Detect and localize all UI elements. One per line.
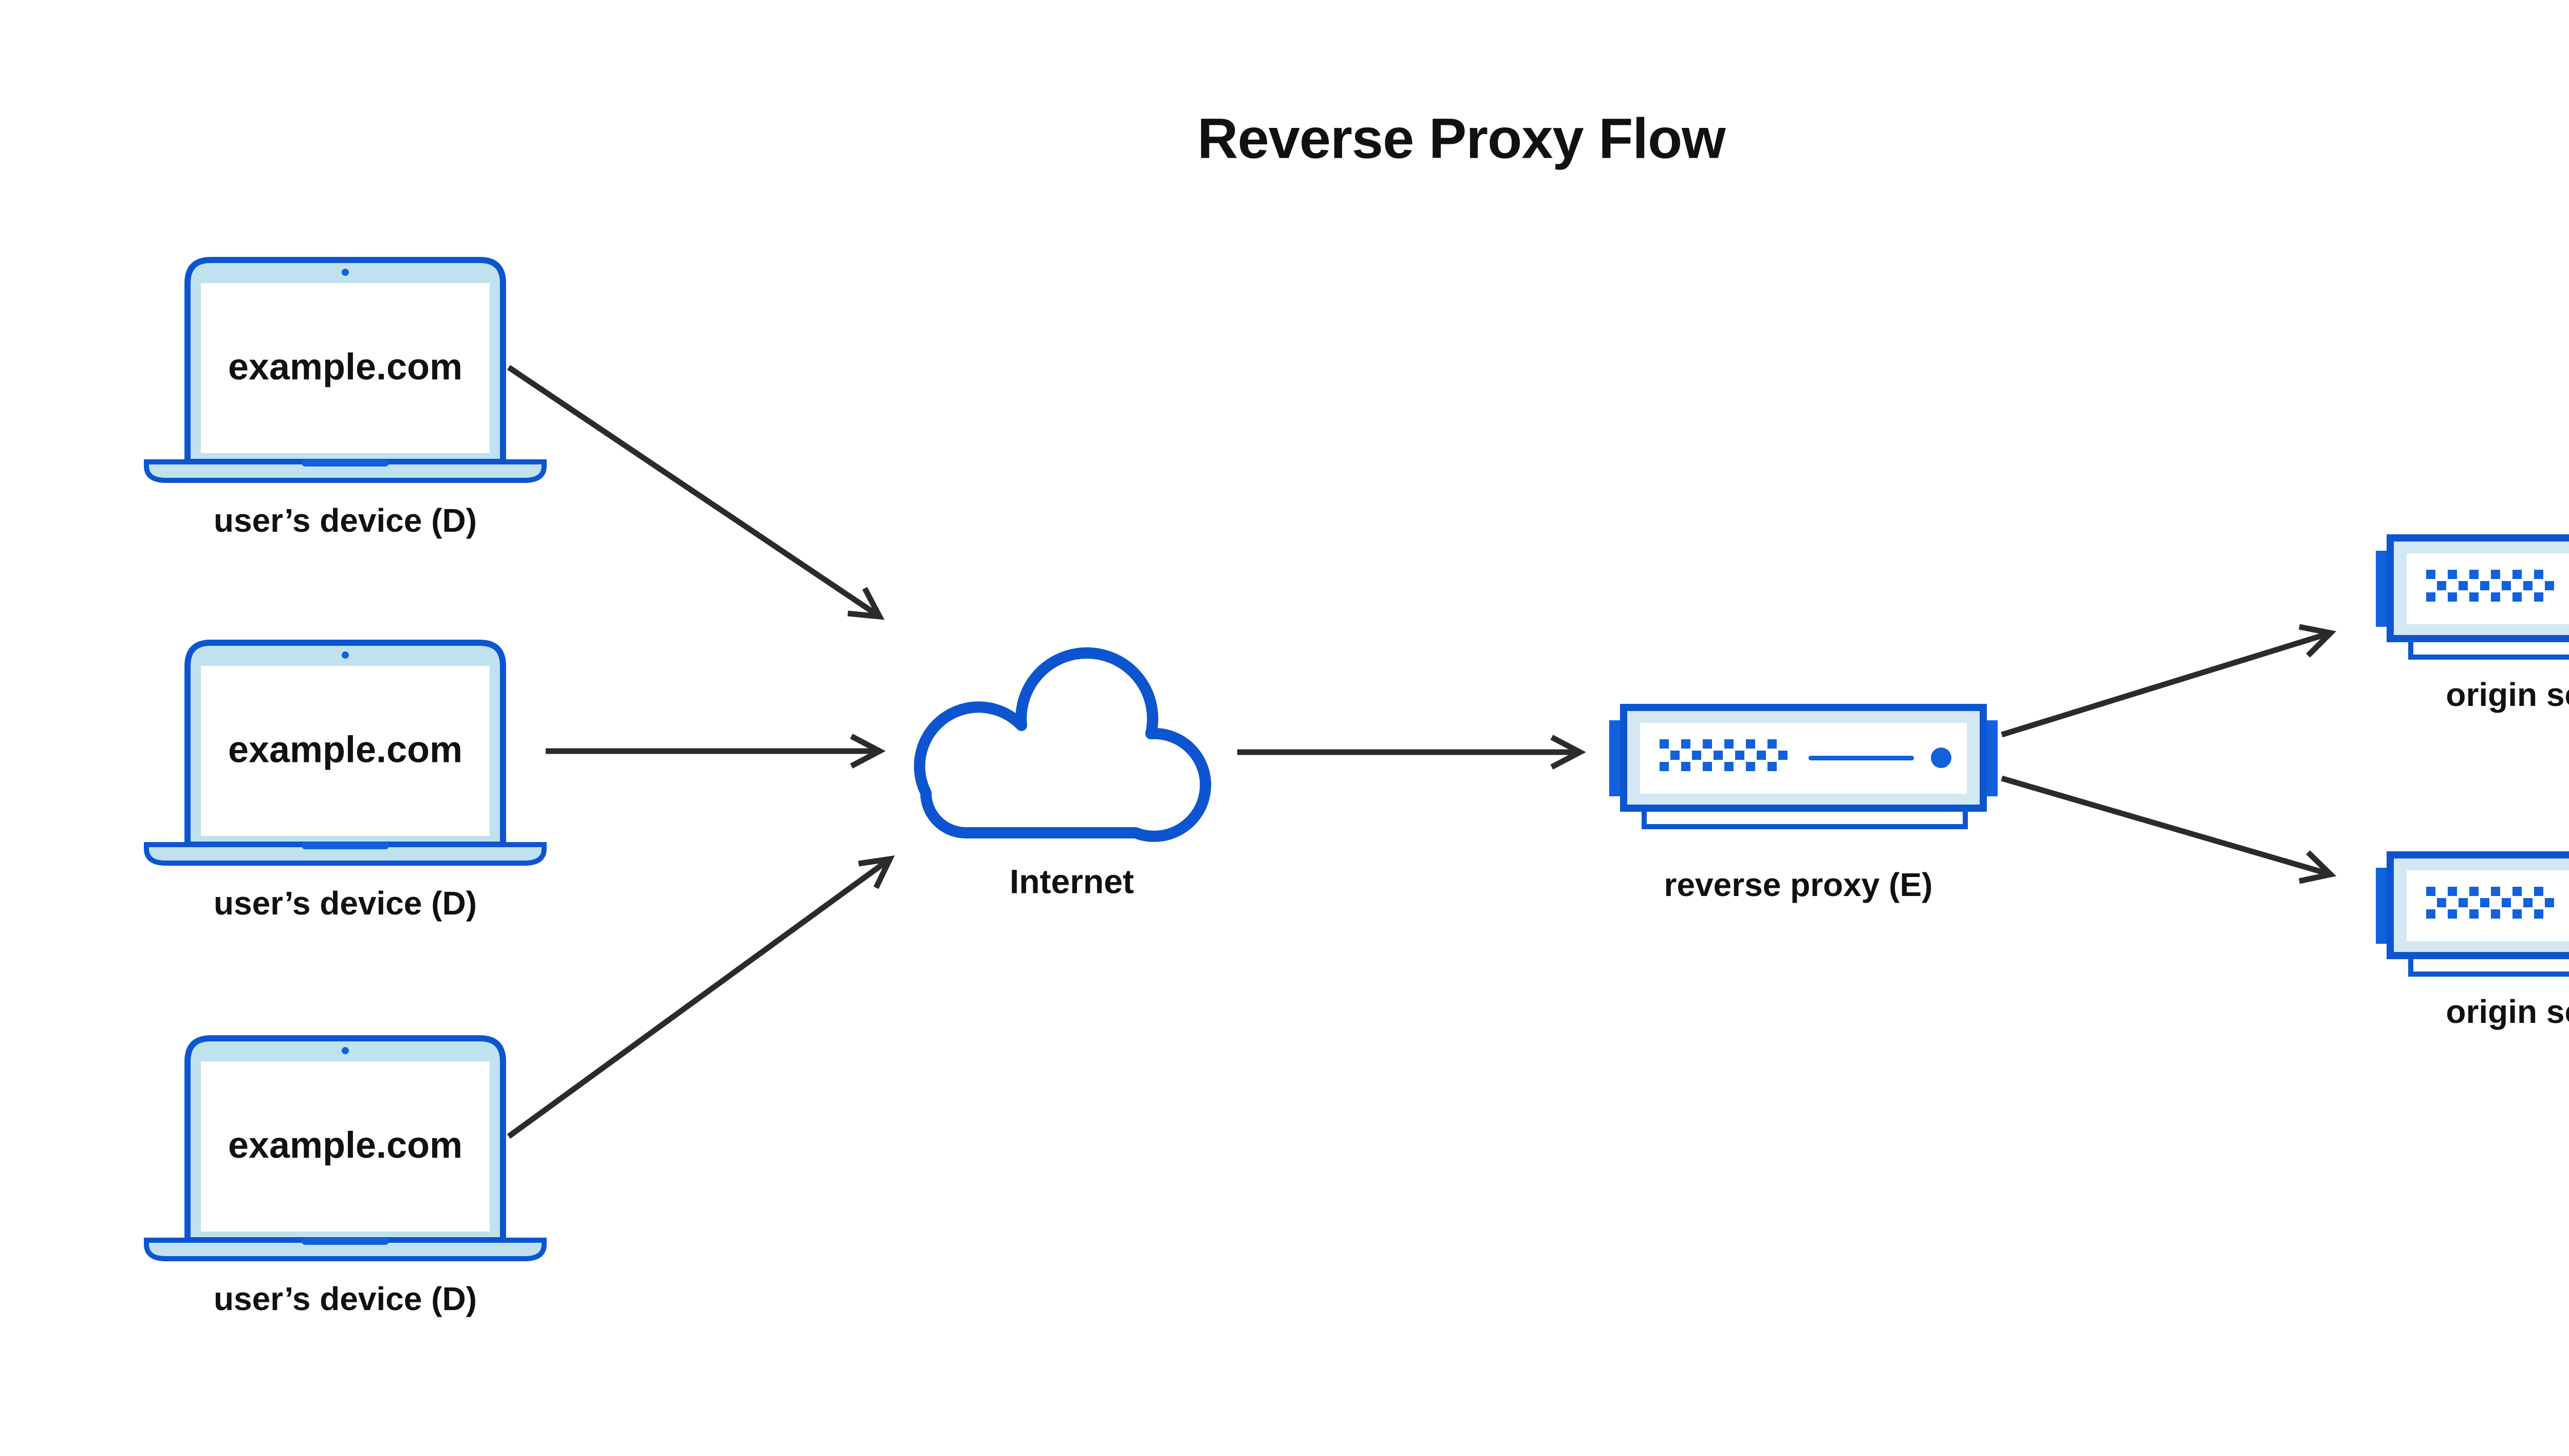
internet-label: Internet [1009, 862, 1134, 901]
arrow-proxy-to-origin2 [2001, 775, 2337, 884]
reverse-proxy-label: reverse proxy (E) [1664, 866, 1933, 903]
arrow-internet-to-proxy [1237, 735, 1586, 770]
server-icon-reverse-proxy [1609, 707, 1998, 827]
arrow-device1-to-internet [507, 365, 885, 620]
server-icon-origin-1 [2376, 538, 2569, 657]
arrow-proxy-to-origin1 [2001, 624, 2337, 738]
device-1-label: user’s device (D) [213, 501, 477, 539]
device-1-screen-url: example.com [228, 346, 463, 388]
device-3-screen-url: example.com [228, 1125, 463, 1166]
arrow-device3-to-internet [507, 855, 895, 1139]
origin-server-2-label: origin server (F) [2446, 993, 2569, 1030]
origin-server-1-label: origin server (F) [2446, 676, 2569, 713]
device-2-label: user’s device (D) [213, 884, 477, 922]
device-2-screen-url: example.com [228, 729, 463, 771]
arrow-device2-to-internet [546, 734, 886, 769]
server-icon-origin-2 [2376, 855, 2569, 974]
device-3-label: user’s device (D) [213, 1280, 477, 1317]
page-title: Reverse Proxy Flow [1197, 107, 1725, 171]
cloud-icon-internet [914, 647, 1212, 842]
